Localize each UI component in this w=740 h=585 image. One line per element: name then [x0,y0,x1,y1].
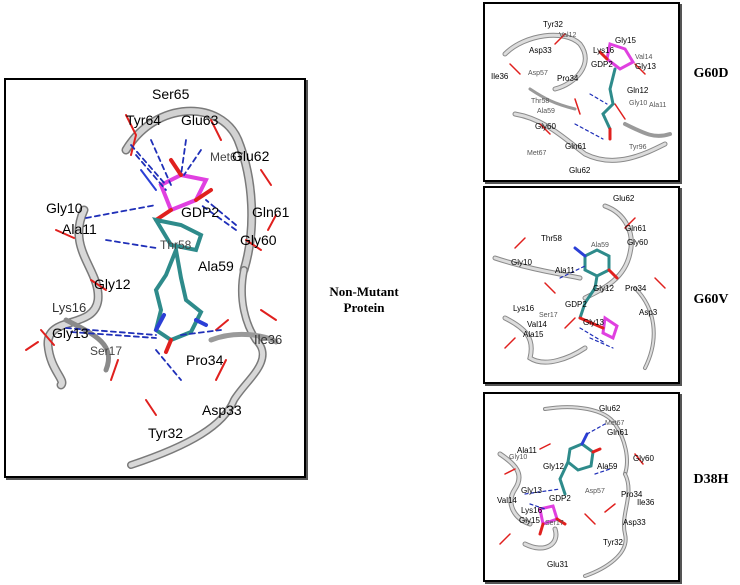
gdp-ribose [151,217,204,253]
caption-line: Protein [343,300,385,315]
residue-label: Met67 [527,150,547,157]
g60v-structure [492,203,666,370]
residue-label: Glu62 [232,148,270,164]
residue-label: GDP2 [565,300,587,309]
residue-label: Pro34 [186,352,224,368]
residue-label: GDP2 [181,204,220,220]
residue-label: Gly60 [627,238,648,247]
residue-label: Gly10 [46,200,83,216]
residue-label: Gly60 [633,454,654,463]
residue-label: Thr58 [541,234,562,243]
residue-label: Ile36 [637,498,655,507]
residue-label: Gly12 [543,462,564,471]
residue-label: Tyr32 [148,425,184,441]
residue-label: Lys16 [521,506,543,515]
residue-label: Gly13 [521,486,542,495]
d38h-caption: D38H [693,472,729,487]
residue-label: Met67 [605,420,625,427]
residue-label: Ala11 [517,446,537,455]
caption-line: Non-Mutant [329,284,399,299]
ribbon-lower-loop [63,317,112,373]
residue-label: Thr58 [160,238,192,252]
residue-label: Gly13 [52,325,89,341]
non-mutant-panel: Ser65 Tyr64 Glu63 Met67 Glu62 Gly10 GDP2… [4,78,306,478]
residue-label: Gln61 [565,142,587,151]
residue-label: Glu62 [613,194,635,203]
d38h-panel: Glu62 Met67 Ala11 Gln61 Gly10 Gly12 Ala5… [483,392,680,582]
residue-label: Glu63 [181,112,219,128]
residue-label: Asp33 [623,518,646,527]
residue-label: Asp57 [585,488,605,495]
residue-label: Ala11 [555,266,575,275]
residue-label: Gln61 [252,204,290,220]
residue-label: Gly10 [629,100,648,107]
residue-label: Met67 [210,150,244,164]
residue-label: Tyr32 [543,20,564,29]
residue-label: Gly60 [535,122,556,131]
residue-label: Tyr32 [603,538,624,547]
residue-label: Tyr64 [126,112,162,128]
g60v-caption: G60V [693,292,729,307]
g60d-structure [502,32,672,163]
residue-label: Ala11 [649,102,667,109]
residue-label: Pro34 [557,74,579,83]
g60d-panel: Tyr32 Val12 Gly15 Asp33 Lys16 Val14 Gly1… [483,2,680,182]
g60v-panel: Glu62 Gln61 Thr58 Ala59 Gly60 Gly10 Ala1… [483,186,680,384]
residue-label: Ser65 [152,86,190,102]
residue-label: Gln61 [625,224,647,233]
gdp-phosphate [158,172,209,213]
residue-label: Gln61 [607,428,629,437]
residue-label: Glu62 [569,166,591,175]
residue-label: Glu62 [599,404,621,413]
residue-label: Lys16 [593,46,615,55]
residue-label: Ser17 [539,312,558,319]
residue-label: Asp3 [639,308,658,317]
residue-label: Gly12 [94,276,131,292]
residue-label: Gly10 [509,454,528,461]
residue-label: Val14 [497,496,517,505]
g60d-caption: G60D [693,66,729,81]
residue-label: Gly12 [593,284,614,293]
residue-label: Gly10 [511,258,532,267]
residue-label: Gly13 [583,318,604,327]
residue-label: Ile36 [254,332,283,347]
residue-label: Asp33 [202,402,242,418]
residue-label: Ala59 [597,462,618,471]
residue-label: Ser17 [90,344,123,358]
residue-label: Asp33 [529,46,552,55]
residue-label: Pro34 [625,284,647,293]
residue-label: Ala59 [537,108,555,115]
residue-label: Gly13 [635,62,656,71]
residue-label: Pro34 [621,490,643,499]
residue-label: Val14 [527,320,547,329]
residue-label: Val14 [635,54,653,61]
residue-label: Val12 [559,32,577,39]
residue-label: Ala15 [523,330,544,339]
gdp-guanine [153,242,204,343]
residue-label: Gln12 [627,86,649,95]
residue-label: Tyr96 [629,144,647,151]
residue-label: Thr58 [531,98,550,105]
non-mutant-structure [25,106,279,469]
residue-label: Ala11 [62,221,97,237]
residue-label: Ala59 [591,242,609,249]
residue-label: Lys16 [513,304,535,313]
residue-label: GDP2 [591,60,613,69]
residue-label: Ile36 [491,72,509,81]
non-mutant-caption: Non-Mutant Protein [318,284,410,316]
residue-label: Glu31 [547,560,569,569]
residue-label: Gly15 [519,516,540,525]
d38h-structure [497,405,644,578]
residue-label: Ala59 [198,258,234,274]
residue-label: Asp57 [528,70,548,77]
residue-label: Gly15 [615,36,636,45]
residue-label: GDP2 [549,494,571,503]
residue-label: Gly60 [240,232,277,248]
residue-label: Lys16 [52,300,87,315]
residue-label: Ser17 [545,520,564,527]
